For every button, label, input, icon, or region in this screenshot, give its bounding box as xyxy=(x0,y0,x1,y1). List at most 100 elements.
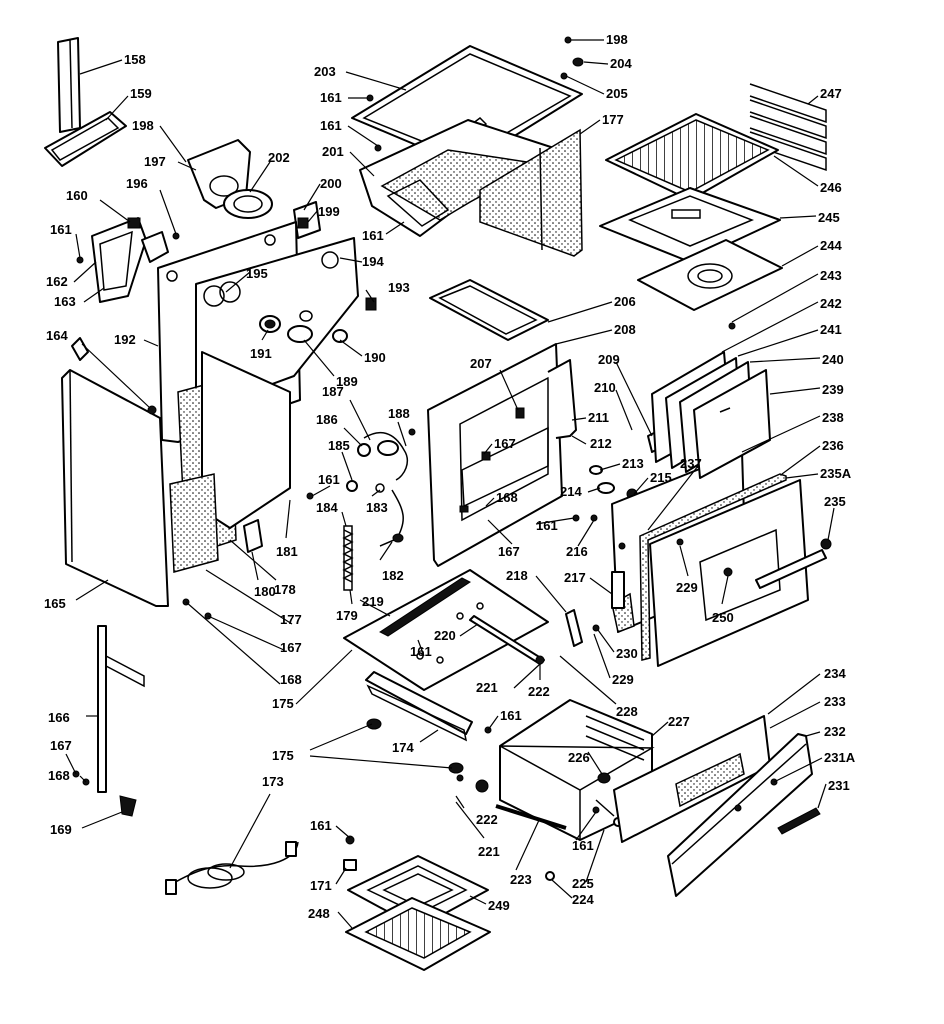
callout-214: 214 xyxy=(560,484,582,499)
storage-drawer-227 xyxy=(499,699,655,841)
callout-168: 168 xyxy=(496,490,518,505)
liner-178 xyxy=(169,351,291,573)
callout-190: 190 xyxy=(364,350,386,365)
callout-169: 169 xyxy=(50,822,72,837)
oven-bottom-244 xyxy=(637,239,783,311)
callout-186: 186 xyxy=(316,412,338,427)
callout-181: 181 xyxy=(276,544,298,559)
callout-244: 244 xyxy=(820,238,842,253)
hinge-bar-211 xyxy=(547,359,577,439)
callout-250: 250 xyxy=(712,610,734,625)
callout-208: 208 xyxy=(614,322,636,337)
callout-236: 236 xyxy=(822,438,844,453)
callout-204: 204 xyxy=(610,56,632,71)
callout-168: 168 xyxy=(48,768,70,783)
callout-187: 187 xyxy=(322,384,344,399)
callout-175: 175 xyxy=(272,748,294,763)
callout-173: 173 xyxy=(262,774,284,789)
callout-179: 179 xyxy=(336,608,358,623)
callout-249: 249 xyxy=(488,898,510,913)
callout-230: 230 xyxy=(616,646,638,661)
callout-206: 206 xyxy=(614,294,636,309)
callout-247: 247 xyxy=(820,86,842,101)
callout-222: 222 xyxy=(476,812,498,827)
callout-158: 158 xyxy=(124,52,146,67)
callout-226: 226 xyxy=(568,750,590,765)
callout-162: 162 xyxy=(46,274,68,289)
callout-218: 218 xyxy=(506,568,528,583)
spring-179 xyxy=(342,525,354,591)
trim-166 xyxy=(97,625,145,793)
callout-229: 229 xyxy=(612,672,634,687)
callout-227: 227 xyxy=(668,714,690,729)
callout-205: 205 xyxy=(606,86,628,101)
callout-231: 231 xyxy=(828,778,850,793)
callout-220: 220 xyxy=(434,628,456,643)
callout-188: 188 xyxy=(388,406,410,421)
thermostat-191 xyxy=(259,310,348,343)
cabinet-177 xyxy=(479,128,583,257)
callout-182: 182 xyxy=(382,568,404,583)
callout-222: 222 xyxy=(528,684,550,699)
callout-198: 198 xyxy=(132,118,154,133)
callout-labels: 158 159 198 197 196 202 200 199 160 161 … xyxy=(44,32,856,921)
rod-223 xyxy=(495,804,567,830)
bracket-199-200 xyxy=(293,201,321,239)
oven-rack-246 xyxy=(605,113,779,201)
callout-177: 177 xyxy=(602,112,624,127)
broiler-pan-245 xyxy=(599,187,781,263)
callout-161: 161 xyxy=(362,228,384,243)
grill-grate-248 xyxy=(345,897,491,971)
callout-161: 161 xyxy=(410,644,432,659)
callout-195: 195 xyxy=(246,266,268,281)
callout-196: 196 xyxy=(126,176,148,191)
seal-206 xyxy=(429,279,549,341)
callout-211: 211 xyxy=(588,410,609,425)
callout-161: 161 xyxy=(320,118,342,133)
callout-225: 225 xyxy=(572,876,594,891)
callout-202: 202 xyxy=(268,150,290,165)
callout-232: 232 xyxy=(824,724,846,739)
callout-175: 175 xyxy=(272,696,294,711)
callout-223: 223 xyxy=(510,872,532,887)
callout-234: 234 xyxy=(824,666,846,681)
callout-166: 166 xyxy=(48,710,70,725)
callout-228: 228 xyxy=(616,704,638,719)
callout-209: 209 xyxy=(598,352,620,367)
callout-242: 242 xyxy=(820,296,842,311)
callout-235: 235 xyxy=(824,494,846,509)
callout-165: 165 xyxy=(44,596,66,611)
callout-167: 167 xyxy=(50,738,72,753)
window-pack-239-241 xyxy=(651,351,771,479)
callout-240: 240 xyxy=(822,352,844,367)
hardware-171 xyxy=(343,835,357,871)
callout-224: 224 xyxy=(572,892,594,907)
callout-161: 161 xyxy=(310,818,332,833)
bracket-159 xyxy=(44,111,127,167)
shelf-brackets-247 xyxy=(749,83,827,172)
callout-160: 160 xyxy=(66,188,88,203)
callout-198: 198 xyxy=(606,32,628,47)
callout-217: 217 xyxy=(564,570,586,585)
callout-161: 161 xyxy=(320,90,342,105)
callout-159: 159 xyxy=(130,86,152,101)
callout-221: 221 xyxy=(476,680,498,695)
callout-243: 243 xyxy=(820,268,842,283)
callout-161: 161 xyxy=(536,518,558,533)
oven-frame-208 xyxy=(427,343,563,567)
callout-161: 161 xyxy=(572,838,594,853)
callout-161: 161 xyxy=(50,222,72,237)
callout-180: 180 xyxy=(254,584,276,599)
gasket-202 xyxy=(223,189,273,219)
callout-197: 197 xyxy=(144,154,166,169)
fastener-193 xyxy=(365,297,377,311)
kickplate-174 xyxy=(365,671,473,742)
callout-241: 241 xyxy=(820,322,842,337)
callout-177: 177 xyxy=(280,612,302,627)
callout-239: 239 xyxy=(822,382,844,397)
callout-200: 200 xyxy=(320,176,342,191)
leader-lines xyxy=(65,39,835,929)
power-cord-173 xyxy=(165,841,299,895)
callout-192: 192 xyxy=(114,332,136,347)
